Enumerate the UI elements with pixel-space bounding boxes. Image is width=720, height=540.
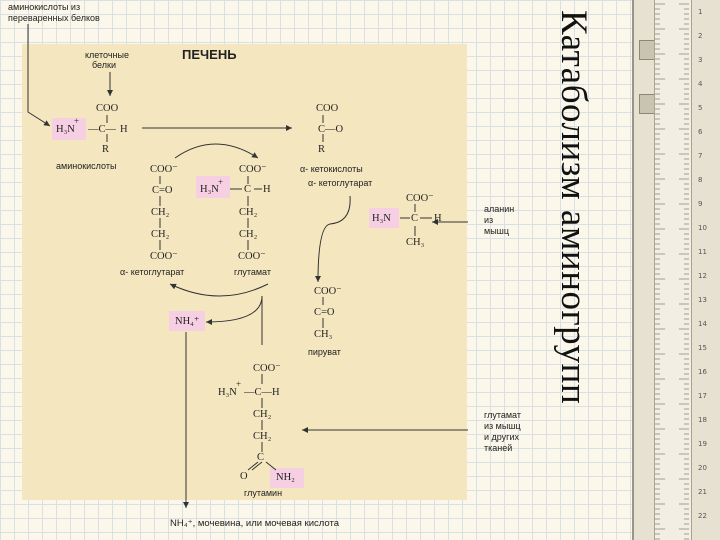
ruler-number: 20 [698,464,707,472]
aa-r: R [102,144,110,155]
bottom-note: NH₄⁺, мочевина, или мочевая кислота [170,518,340,529]
aa-coo: COO [96,103,119,114]
glu-other-line3: и других [484,432,519,442]
ruler-number: 19 [698,440,707,448]
keto-label: α- кетокислоты [300,164,363,174]
glu-other-line1: глутамат [484,410,521,420]
alanine-amino-highlight [369,208,399,228]
glu-plus: + [218,177,224,187]
aa-label: аминокислоты [56,161,117,171]
pyr-c: C=O [314,307,335,318]
ruler-number: 2 [698,32,702,40]
ala-c: C [411,213,419,224]
akg-ch2b: CH₂ [151,229,170,240]
ala-h: H [434,213,442,224]
glu-other-line2: из мышц [484,421,521,431]
akg-top-label: α- кетоглутарат [308,178,373,188]
ruler-scale [654,0,692,540]
ruler-number: 18 [698,416,707,424]
ruler-number: 10 [698,224,707,232]
glu-c: C [244,184,252,195]
ruler-number: 11 [698,248,707,256]
glu-h: H [263,184,271,195]
nh4: NH₄⁺ [175,316,200,327]
ruler-number: 16 [698,368,707,376]
akg-coo: COO⁻ [150,164,178,175]
ala-label-line3: мышц [484,226,510,236]
ala-label-line2: из [484,215,494,225]
ruler-number: 22 [698,512,707,520]
aa-plus: + [74,116,80,126]
akg-c: C=O [152,185,173,196]
ammonium-highlight [169,311,205,331]
amino-group-highlight [52,118,86,140]
ruler-number: 1 [698,8,702,16]
glu-h3n: H₃N [200,184,219,195]
slide-title: Катаболизм аминогрупп [553,10,594,405]
glu-other-line4: тканей [484,443,513,453]
gln-label: глутамин [244,488,283,498]
ruler-number: 7 [698,152,702,160]
akg-ch2a: CH₂ [151,207,170,218]
ruler-number: 3 [698,56,702,64]
pyr-coo: COO⁻ [314,286,342,297]
aa-h3n: H₃N [56,124,75,135]
ruler-number: 13 [698,296,707,304]
glu-ch2b: CH₂ [239,229,258,240]
ala-label-line1: аланин [484,204,515,214]
ala-coo: COO⁻ [406,193,434,204]
gln-h3n: H₃N [218,387,237,398]
glu-ch2a: CH₂ [239,207,258,218]
pyr-ch3: CH₃ [314,329,333,340]
gln-ch2a: CH₂ [253,409,272,420]
top-note-line2: переваренных белков [8,13,100,23]
keto-r: R [318,144,326,155]
akg-label: α- кетоглутарат [120,267,185,277]
gln-c2: C [257,452,265,463]
gln-coo: COO⁻ [253,363,281,374]
glutamate-amino-highlight [196,176,230,198]
gln-c: —C—H [244,387,280,398]
ruler-number: 4 [698,80,703,88]
cell-proteins-line2: белки [92,60,116,70]
aa-h: H [120,124,128,135]
gln-nh2: NH₂ [276,472,295,483]
glu-coo2: COO⁻ [238,251,266,262]
glu-label: глутамат [234,267,271,277]
akg-coo2: COO⁻ [150,251,178,262]
ruler-number: 21 [698,488,707,496]
panel-title: ПЕЧЕНЬ [182,47,237,62]
ruler-number: 15 [698,344,707,352]
ruler-number: 14 [698,320,707,328]
glu-coo: COO⁻ [239,164,267,175]
ruler-number: 12 [698,272,707,280]
cell-proteins-line1: клеточные [85,50,129,60]
ala-ch3: CH₃ [406,237,425,248]
ala-h3n: H₃N [372,213,391,224]
ruler-number: 6 [698,128,703,136]
gln-ch2b: CH₂ [253,431,272,442]
glutamine-amide-highlight [270,468,304,488]
keto-coo: COO [316,103,339,114]
ruler-number: 9 [698,200,702,208]
ruler-number: 5 [698,104,702,112]
pyr-label: пируват [308,347,341,357]
ruler-number: 8 [698,176,702,184]
aa-c: —C— [88,124,117,135]
top-note-line1: аминокислоты из [8,2,81,12]
ruler-number: 17 [698,392,707,400]
gln-o: O [240,471,248,482]
liver-panel [22,44,467,500]
keto-c: C—O [318,124,344,135]
gln-plus: + [236,379,242,389]
